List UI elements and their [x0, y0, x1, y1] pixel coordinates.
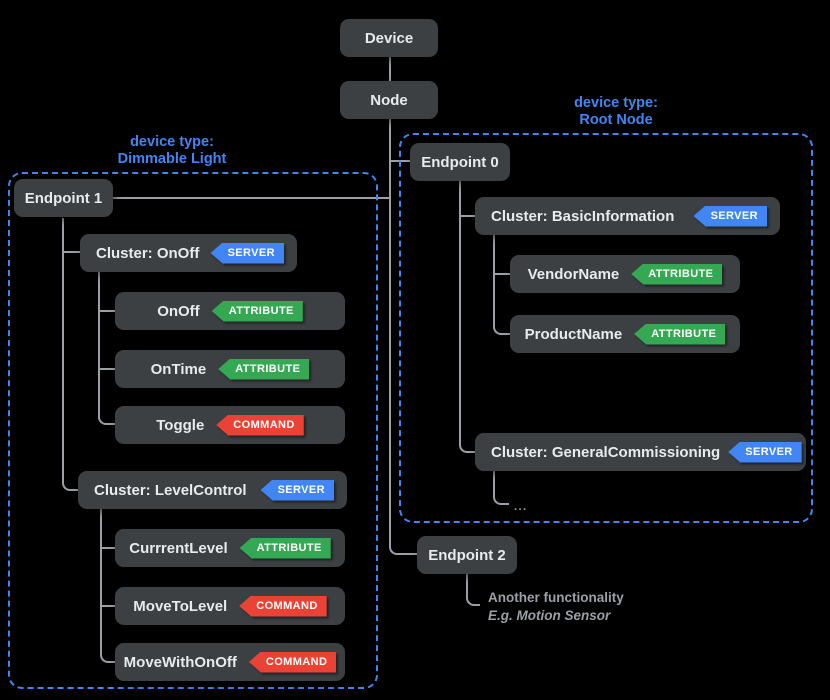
connector-elbow-productname: [493, 326, 510, 335]
attribute-productname-label: ProductName: [524, 325, 623, 343]
command-badge-label: COMMAND: [216, 414, 304, 436]
endpoint2-note: Another functionality E.g. Motion Sensor: [488, 589, 624, 625]
server-badge: SERVER: [210, 242, 284, 264]
command-toggle-label: Toggle: [156, 416, 205, 434]
endpoint2-note-line1: Another functionality: [488, 590, 624, 605]
attribute-badge-label: ATTRIBUTE: [239, 537, 331, 559]
cluster-onoff-box: Cluster: OnOff SERVER: [80, 234, 297, 272]
device-type-label-dimmable-light: device type: Dimmable Light: [72, 134, 272, 169]
command-toggle-box: Toggle COMMAND: [115, 406, 345, 444]
connector-trunk: [389, 119, 391, 543]
attribute-badge: ATTRIBUTE: [218, 358, 310, 380]
device-type-name: Root Node: [579, 112, 653, 129]
device-box: Device: [340, 19, 438, 57]
cluster-levelcontrol-title: Cluster: LevelControl: [94, 481, 247, 499]
cluster-generalcommissioning-box: Cluster: GeneralCommissioning SERVER: [475, 433, 806, 471]
attribute-badge: ATTRIBUTE: [211, 300, 303, 322]
attribute-onoff-box: OnOff ATTRIBUTE: [115, 292, 345, 330]
attribute-ontime-box: OnTime ATTRIBUTE: [115, 350, 345, 388]
connector-stub-cluster-onoff: [62, 251, 80, 253]
group-frame-root-node: [399, 133, 813, 523]
attribute-badge-label: ATTRIBUTE: [218, 358, 310, 380]
connector-elbow-ellipsis: [493, 471, 509, 505]
attribute-vendorname-label: VendorName: [527, 265, 620, 283]
endpoint2-box: Endpoint 2: [417, 536, 517, 574]
attribute-badge-label: ATTRIBUTE: [211, 300, 303, 322]
cluster-basicinformation-box: Cluster: BasicInformation SERVER: [475, 197, 780, 235]
connector-endpoint1-vertical: [62, 218, 64, 482]
attribute-badge-label: ATTRIBUTE: [634, 323, 726, 345]
device-type-caption: device type:: [574, 95, 658, 111]
node-box: Node: [340, 81, 438, 119]
connector-basicinfo-children-vertical: [493, 235, 495, 326]
command-badge: COMMAND: [239, 595, 327, 617]
endpoint0-label: Endpoint 0: [421, 153, 499, 171]
cluster-basicinformation-title: Cluster: BasicInformation: [491, 207, 675, 225]
server-badge: SERVER: [728, 441, 802, 463]
endpoint1-label: Endpoint 1: [24, 189, 103, 207]
attribute-currrentlevel-box: CurrrentLevel ATTRIBUTE: [115, 529, 345, 567]
attribute-vendorname-box: VendorName ATTRIBUTE: [510, 255, 740, 293]
connector-endpoint0-vertical: [459, 181, 461, 444]
connector-levelcontrol-children-vertical: [100, 509, 102, 654]
cluster-onoff-title: Cluster: OnOff: [96, 244, 200, 262]
command-movetolevel-box: MoveToLevel COMMAND: [115, 587, 345, 625]
connector-elbow-levelcontrol: [62, 482, 78, 491]
connector-elbow-movewithonoff: [100, 654, 115, 663]
connector-device-node: [389, 56, 391, 82]
connector-stub-vendorname: [493, 273, 510, 275]
device-type-caption: device type:: [130, 134, 214, 150]
attribute-productname-box: ProductName ATTRIBUTE: [510, 315, 740, 353]
server-badge-label: SERVER: [693, 205, 767, 227]
cluster-levelcontrol-box: Cluster: LevelControl SERVER: [78, 471, 347, 509]
connector-stub-basicinformation: [459, 215, 475, 217]
server-badge-label: SERVER: [728, 441, 802, 463]
device-type-label-root-node: device type: Root Node: [516, 95, 716, 130]
command-badge-label: COMMAND: [248, 651, 337, 673]
command-badge-label: COMMAND: [239, 595, 327, 617]
device-type-name: Dimmable Light: [117, 151, 227, 168]
connector-elbow-toggle: [98, 416, 115, 425]
attribute-badge: ATTRIBUTE: [631, 263, 723, 285]
connector-endpoint1-trunk: [113, 197, 390, 199]
attribute-badge-label: ATTRIBUTE: [631, 263, 723, 285]
server-badge-label: SERVER: [260, 479, 334, 501]
endpoint2-note-line2: E.g. Motion Sensor: [488, 608, 611, 624]
node-label: Node: [370, 91, 408, 109]
server-badge: SERVER: [693, 205, 767, 227]
command-movetolevel-label: MoveToLevel: [133, 597, 228, 615]
attribute-currrentlevel-label: CurrrentLevel: [129, 539, 228, 557]
command-movewithonoff-box: MoveWithOnOff COMMAND: [115, 643, 345, 681]
endpoint1-box: Endpoint 1: [14, 179, 113, 217]
connector-stub-onoff: [98, 310, 115, 312]
connector-elbow-endpoint2: [389, 543, 417, 555]
connector-stub-currrentlevel: [100, 547, 115, 549]
command-badge: COMMAND: [248, 651, 337, 673]
ellipsis-more-clusters: ...: [514, 501, 528, 513]
connector-onoff-children-vertical: [98, 272, 100, 416]
connector-stub-ontime: [98, 368, 115, 370]
attribute-onoff-label: OnOff: [157, 302, 200, 320]
attribute-badge: ATTRIBUTE: [239, 537, 331, 559]
connector-elbow-generalcommissioning: [459, 444, 475, 453]
connector-elbow-endpoint2-note: [466, 574, 480, 606]
attribute-ontime-label: OnTime: [150, 360, 207, 378]
connector-stub-movetolevel: [100, 605, 115, 607]
endpoint0-box: Endpoint 0: [410, 143, 510, 181]
group-frame-dimmable-light: [8, 172, 378, 689]
command-movewithonoff-label: MoveWithOnOff: [123, 653, 237, 671]
attribute-badge: ATTRIBUTE: [634, 323, 726, 345]
server-badge: SERVER: [260, 479, 334, 501]
server-badge-label: SERVER: [210, 242, 284, 264]
device-label: Device: [364, 29, 414, 47]
endpoint2-label: Endpoint 2: [428, 546, 506, 564]
cluster-generalcommissioning-title: Cluster: GeneralCommissioning: [491, 443, 721, 461]
command-badge: COMMAND: [216, 414, 304, 436]
